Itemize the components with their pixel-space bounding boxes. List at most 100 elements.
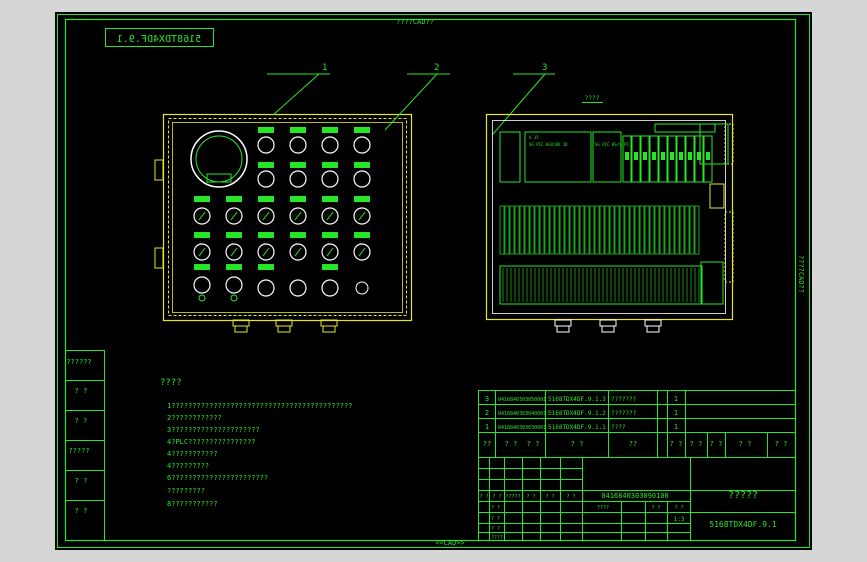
switch-label-plate	[258, 264, 274, 270]
title-block-code: 0416840303090100	[601, 492, 668, 500]
terminal-block	[564, 205, 570, 255]
title-block-mid: ? ?	[651, 505, 660, 511]
terminal-block	[659, 205, 665, 255]
selector-switch	[193, 207, 211, 225]
note-line: 3?????????????????????	[167, 426, 260, 434]
breaker-toggle	[652, 152, 656, 160]
breaker-toggle	[679, 152, 683, 160]
switch-handle	[294, 247, 302, 257]
title-block-row-label: ????	[491, 535, 503, 541]
circuit-breaker	[622, 135, 632, 183]
right-view-label: ????	[585, 95, 600, 102]
switch-handle	[262, 247, 270, 257]
title-block-header: ? ?	[479, 494, 488, 500]
terminal-block	[604, 205, 610, 255]
left-strip-label-5: ? ?	[75, 477, 88, 485]
breaker-toggle	[661, 152, 665, 160]
switch-handle	[198, 247, 206, 257]
title-block-header: ? ?	[492, 494, 501, 500]
terminal-block	[649, 205, 655, 255]
terminal-block	[679, 205, 685, 255]
switch-grid	[193, 196, 371, 297]
selector-switch	[353, 243, 371, 261]
pushbutton	[289, 279, 307, 297]
breaker-toggle	[706, 152, 710, 160]
selector-switch	[321, 207, 339, 225]
cad-drawing: ????CAD?? <<CAD>> ????CAD?? 5168TDX4DF.9…	[55, 12, 812, 550]
title-block-header: ? ?	[545, 494, 554, 500]
left-strip-label-4: ?????	[68, 447, 89, 455]
circuit-breaker	[694, 135, 704, 183]
switch-label-plate	[226, 196, 242, 202]
terminal-block	[524, 205, 530, 255]
parts-row-2-qty: 1	[674, 409, 678, 417]
terminal-block	[544, 205, 550, 255]
title-block-mid: ????	[597, 505, 609, 511]
switch-label-plate	[194, 196, 210, 202]
terminal-block	[554, 205, 560, 255]
note-line: 4?????????	[167, 462, 209, 470]
switch-handle	[358, 211, 366, 221]
terminal-block	[584, 205, 590, 255]
parts-header-cell: ? ?	[505, 440, 518, 448]
drawing-code-mirrored: 5168TDX4DF.9.1	[117, 34, 201, 45]
module-label-b: SG PIC HSO/BV 1D	[529, 142, 568, 147]
switch-label-plate	[354, 196, 370, 202]
note-line: 8???????????	[167, 500, 218, 508]
circuit-breaker	[667, 135, 677, 183]
title-block-drawing-no: 5168TDX4DF.9.1	[709, 520, 777, 529]
breaker-toggle	[670, 152, 674, 160]
breaker-toggle	[688, 152, 692, 160]
note-line: 4?PLC????????????????	[167, 438, 256, 446]
parts-row-1-code: 0416840303030001	[498, 425, 546, 431]
circuit-breaker	[640, 135, 650, 183]
terminal-block	[594, 205, 600, 255]
terminal-block	[669, 205, 675, 255]
title-block-row-label: ? ?	[491, 516, 500, 522]
switch-handle	[230, 211, 238, 221]
parts-row-3-qty: 1	[674, 395, 678, 403]
drawing-code-box	[105, 28, 214, 47]
terminal-block	[639, 205, 645, 255]
title-block-header: ? ?	[526, 494, 535, 500]
selector-switch	[225, 207, 243, 225]
switch-label-plate	[258, 196, 274, 202]
terminal-block	[534, 205, 540, 255]
terminal-block	[514, 205, 520, 255]
switch-handle	[230, 247, 238, 257]
title-block-header: ? ?	[566, 494, 575, 500]
terminal-block	[689, 205, 695, 255]
notes-list: 1???????????????????????????????????????…	[167, 402, 352, 508]
parts-row-3-code: 0416840303050001	[498, 397, 546, 403]
terminal-block	[549, 205, 555, 255]
parts-row-2-code: 0416840303040001	[498, 411, 546, 417]
selector-switch	[289, 243, 307, 261]
switch-label-plate	[290, 232, 306, 238]
outer-frame	[57, 14, 810, 548]
parts-header-cell: ? ?	[739, 440, 752, 448]
title-block-scale: 1:3	[674, 516, 685, 523]
title-block-row-label: ? ?	[491, 526, 500, 532]
terminal-block	[519, 205, 525, 255]
selector-switch	[257, 207, 275, 225]
breaker-toggle	[625, 152, 629, 160]
left-strip-label-3: ? ?	[75, 417, 88, 425]
wire-duct	[502, 268, 700, 302]
circuit-breaker	[649, 135, 659, 183]
breaker-row	[622, 135, 713, 183]
parts-row-1-name: ????	[611, 424, 626, 431]
circuit-breaker	[703, 135, 713, 183]
terminal-block	[609, 205, 615, 255]
switch-handle	[358, 247, 366, 257]
parts-row-1-qty: 1	[674, 423, 678, 431]
terminal-block	[599, 205, 605, 255]
terminal-block	[539, 205, 545, 255]
switch-handle	[198, 211, 206, 221]
note-line: 2????????????	[167, 414, 222, 422]
selector-switch	[321, 243, 339, 261]
terminal-block	[624, 205, 630, 255]
switch-label-plate	[258, 232, 274, 238]
left-strip-table	[65, 350, 105, 540]
switch-label-plate	[226, 264, 242, 270]
frame-title-top: ????CAD??	[396, 18, 434, 26]
